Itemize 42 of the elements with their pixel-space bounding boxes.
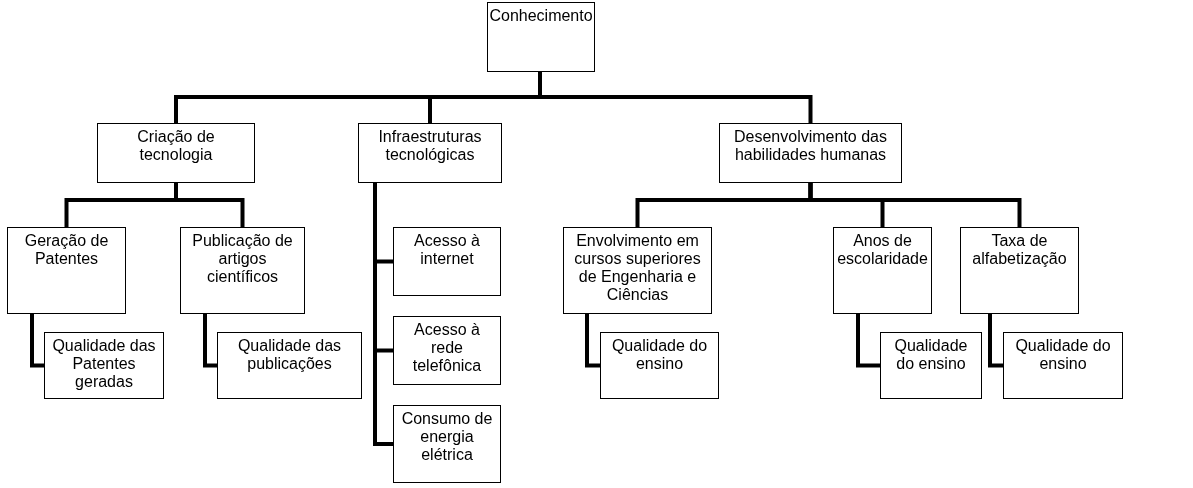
box-label: Criação de tecnologia [136,128,216,164]
box-label: Geração de Patentes [23,232,110,268]
connector-line [808,183,1022,227]
connector-line [30,314,44,368]
text-box [960,227,1079,314]
text-box [1003,332,1123,399]
box-label: Conhecimento [489,7,593,25]
connector-line [538,72,813,123]
connector-line [988,314,1003,368]
text-box [7,227,126,314]
box-label: Qualidade do ensino [1014,337,1112,373]
text-box [393,227,501,296]
connector-line [856,314,880,368]
connector-line [203,314,217,368]
text-box [600,332,719,399]
connector-line [585,314,600,368]
connector-line [373,183,393,446]
text-box [563,227,712,314]
box-label: Taxa de alfabetização [971,232,1068,268]
box-label: Acesso à rede telefônica [411,321,483,375]
box-label: Anos de escolaridade [837,232,928,268]
box-label: Qualidade do ensino [610,337,709,373]
text-box [393,405,501,483]
text-box [217,332,362,399]
box-label: Qualidade das publicações [236,337,343,373]
box-label: Publicação de artigos científicos [191,232,294,286]
text-box [44,332,164,399]
box-label: Desenvolvimento das habilidades humanas [733,128,888,164]
box-label: Qualidade das Patentes geradas [51,337,157,391]
text-box [358,123,502,183]
text-box [880,332,982,399]
box-label: Qualidade do ensino [893,337,969,373]
box-label: Envolvimento em cursos superiores de Engenharia e Ciências [573,232,702,304]
text-box [487,2,595,72]
text-box [833,227,932,314]
box-label: Consumo de energia elétrica [400,410,494,464]
text-box [393,316,501,385]
text-box [180,227,305,314]
text-box [719,123,902,183]
text-box [97,123,255,183]
box-label: Infraestruturas tecnológicas [377,128,483,164]
box-label: Acesso à internet [413,232,481,268]
